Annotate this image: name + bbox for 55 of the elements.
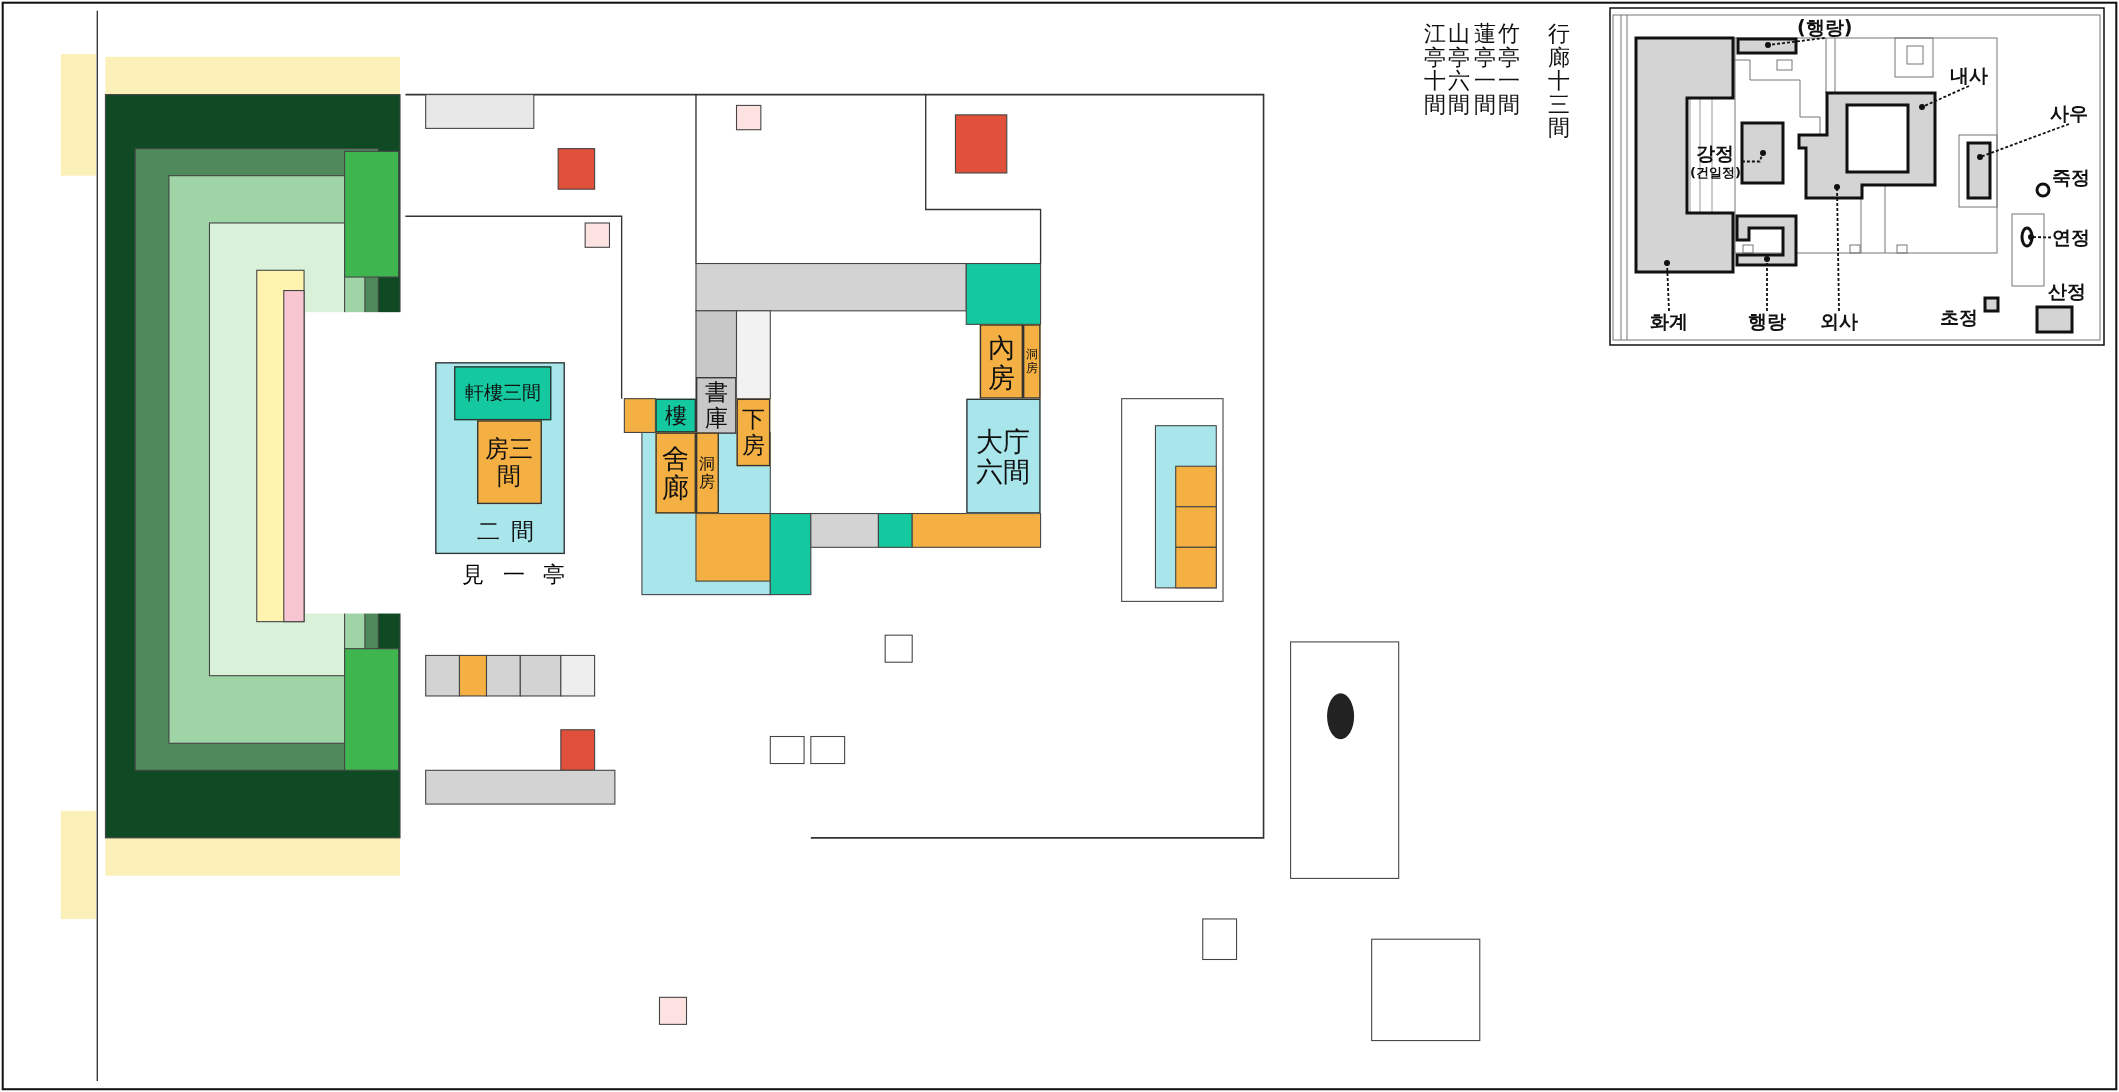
leader-line	[1764, 256, 1770, 312]
plan-note: 行廊十三間	[1547, 21, 1572, 141]
building-outline	[1736, 37, 1798, 55]
leader-line	[2028, 234, 2052, 240]
room-box	[655, 398, 696, 433]
room-box	[966, 398, 1041, 514]
pavilion-symbol	[1983, 296, 2000, 313]
plan-note: 蓮亭一間	[1473, 21, 1497, 117]
room-box	[979, 324, 1023, 399]
place-label: 외사	[1820, 312, 1858, 331]
building-outline	[1966, 141, 1992, 200]
leader-line	[1741, 150, 1766, 163]
leader-line	[1664, 260, 1670, 312]
room-name: 樓	[664, 403, 688, 428]
place-label: 내사	[1950, 66, 1988, 85]
building-name: 見一亭	[462, 562, 584, 590]
room-name: 書庫	[704, 380, 729, 431]
room-name: 下房	[741, 407, 766, 458]
leader-line	[1834, 184, 1840, 312]
room-box	[655, 432, 696, 514]
pavilion-symbol	[2035, 182, 2051, 198]
place-label: 산정	[2048, 282, 2086, 301]
building-outline	[1740, 121, 1785, 185]
room-name: 二間	[477, 519, 545, 545]
plan-note: 竹亭一間	[1497, 21, 1522, 117]
pavilion-symbol	[2035, 305, 2074, 334]
room-name: 軒樓三間	[463, 382, 542, 404]
room-box	[477, 420, 542, 505]
room-box	[695, 432, 719, 514]
room-name: 大庁六間	[975, 426, 1032, 486]
room-box	[454, 366, 552, 421]
place-label: 연정	[2052, 228, 2090, 247]
room-box	[1023, 324, 1041, 399]
room-name: 房三間	[484, 435, 535, 489]
place-label: 강정 (건일정)	[1690, 144, 1741, 179]
room-box	[695, 377, 737, 434]
place-label: 사우	[2050, 104, 2088, 123]
room-name: 內房	[987, 331, 1016, 392]
leader-line	[1977, 123, 2070, 160]
leader-line	[1919, 85, 1970, 110]
room-name: 舍廊	[661, 443, 690, 503]
place-label: 화계	[1650, 312, 1688, 331]
room-box	[435, 362, 565, 555]
place-label: 행랑	[1748, 312, 1786, 331]
building-outline	[1797, 91, 1937, 200]
leader-line	[1765, 37, 1826, 48]
place-label: (행랑)	[1797, 18, 1853, 37]
plan-note: 江亭十間	[1423, 21, 1447, 117]
place-label: 죽정	[2052, 168, 2090, 187]
building-outline	[1735, 214, 1798, 267]
place-label: 초정	[1940, 308, 1978, 327]
room-name: 洞房	[1025, 348, 1039, 375]
plan-note: 山亭六間	[1447, 21, 1472, 117]
room-box	[736, 398, 771, 467]
room-name: 洞房	[698, 455, 716, 491]
